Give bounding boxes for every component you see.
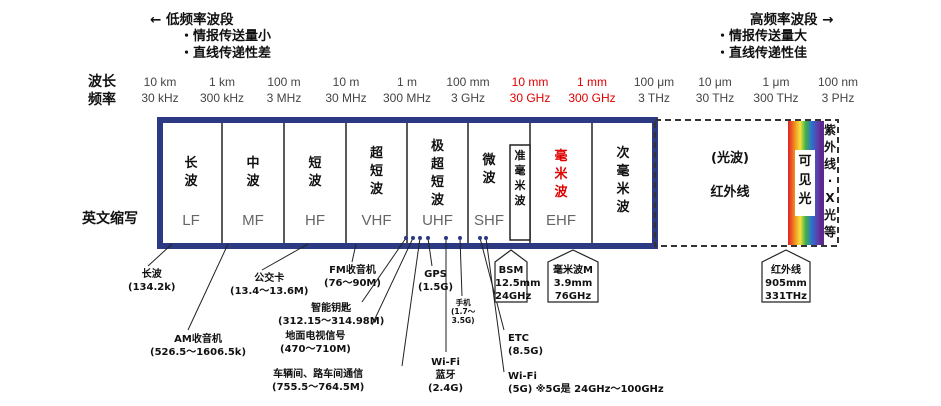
band-abbreviation: EHF [546, 212, 576, 229]
low-frequency-bullet: ・直线传递性差 [180, 46, 272, 61]
abbreviation-row-label: 英文缩写 [82, 211, 138, 227]
scale-wavelength: 100 m [267, 75, 301, 89]
quasi-millimeter-box [509, 144, 531, 241]
visible-light-label: 可 见 光 [798, 154, 812, 207]
scale-frequency: 300 kHz [199, 91, 245, 105]
scale-frequency: 3 GHz [450, 91, 485, 105]
callout-shapes [494, 249, 811, 303]
scale-column: 100 m 3 MHz [239, 74, 329, 106]
wavelength-row-label: 波长 [88, 74, 116, 90]
band-name: 极 超 短 波 [430, 139, 444, 208]
annotation-v2x: 车辆间、路车间通信(755.5～764.5M) [272, 369, 365, 393]
low-frequency-bullet: ・情报传送量小 [180, 29, 272, 44]
band-abbreviation: LF [182, 212, 200, 229]
band-abbreviation: HF [305, 212, 325, 229]
band-abbreviation: SHF [474, 212, 504, 229]
pointer-lines [147, 237, 505, 373]
scale-wavelength: 100 μm [633, 75, 675, 89]
scale-column: 10 km 30 kHz [115, 74, 205, 106]
scale-wavelength: 1 m [396, 75, 417, 89]
band-name: 超 短 波 [369, 146, 383, 197]
scale-column: 1 mm 300 GHz [547, 74, 637, 106]
scale-column: 100 mm 3 GHz [423, 74, 513, 106]
frequency-row-label: 频率 [88, 92, 116, 108]
scale-wavelength: 100 nm [817, 75, 859, 89]
scale-column: 10 m 30 MHz [301, 74, 391, 106]
scale-frequency: 3 PHz [821, 91, 855, 105]
scale-wavelength: 10 mm [511, 75, 549, 89]
scale-frequency: 30 kHz [141, 91, 179, 105]
scale-column: 10 mm 30 GHz [485, 74, 575, 106]
band-name: 准 毫 米 波 [514, 149, 526, 207]
scale-column: 10 μm 30 THz [670, 74, 760, 106]
band-abbreviation: MF [242, 212, 264, 229]
scale-frequency: 30 GHz [509, 91, 551, 105]
high-frequency-title: 高频率波段 [750, 12, 818, 28]
annotation-mobile-phone: 手机(1.7～3.5G) [451, 298, 476, 325]
scale-frequency: 30 THz [695, 91, 735, 105]
arrow-right-icon: → [822, 12, 834, 28]
scale-column: 100 μm 3 THz [609, 74, 699, 106]
band-name: 毫 米 波 [554, 149, 568, 200]
pointer-dots [404, 236, 488, 240]
annotation-fm-radio: FM收音机(76～90M) [324, 265, 381, 289]
high-frequency-bullet: ・情报传送量大 [716, 29, 808, 44]
scale-column: 1 km 300 kHz [177, 74, 267, 106]
scale-wavelength: 1 μm [762, 75, 790, 89]
scale-wavelength: 10 μm [698, 75, 732, 89]
band-abbreviation: UHF [422, 212, 453, 229]
band-name: 短 波 [308, 156, 322, 189]
scale-wavelength: 100 mm [446, 75, 490, 89]
visible-light-box [795, 150, 815, 216]
infrared-label: 红外线 [710, 185, 750, 200]
high-frequency-bullet: ・直线传递性佳 [716, 46, 808, 61]
band-name: 长 波 [184, 156, 198, 189]
high-frequency-header: 高频率波段 → ・情报传送量大 ・直线传递性佳 [712, 8, 834, 62]
band-name: 中 波 [246, 156, 260, 189]
scale-frequency: 3 MHz [266, 91, 302, 105]
annotation-lf: 长波(134.2k) [128, 269, 176, 293]
annotation-gps: GPS(1.5G) [418, 269, 454, 293]
band-abbreviation: VHF [361, 212, 392, 229]
scale-wavelength: 10 km [143, 75, 177, 89]
scale-wavelength: 1 mm [577, 75, 607, 89]
scale-frequency: 3 THz [638, 91, 670, 105]
light-wave-title: (光波) [711, 151, 749, 166]
low-frequency-header: ← 低频率波段 ・情报传送量小 ・直线传递性差 [150, 8, 271, 62]
scale-frequency: 300 GHz [568, 91, 616, 105]
annotation-transit-card: 公交卡(13.4～13.6M) [230, 273, 309, 297]
scale-wavelength: 1 km [208, 75, 235, 89]
scale-wavelength: 10 m [332, 75, 360, 89]
low-frequency-title: 低频率波段 [166, 12, 234, 28]
band-name: 微 波 [482, 153, 496, 186]
scale-column: 1 μm 300 THz [731, 74, 821, 106]
uv-bar [820, 121, 824, 245]
scale-frequency: 30 MHz [325, 91, 367, 105]
scale-frequency: 300 MHz [382, 91, 432, 105]
annotation-smart-key: 智能钥匙(312.15～314.98M) [278, 303, 385, 327]
annotation-etc: ETC(8.5G) [508, 333, 544, 357]
scale-column: 1 m 300 MHz [362, 74, 452, 106]
arrow-left-icon: ← [150, 12, 162, 28]
scale-column: 100 nm 3 PHz [793, 74, 883, 106]
annotation-wifi-5g: Wi-Fi(5G) ※5G是 24GHz～100GHz [508, 371, 664, 395]
light-band-frame [654, 119, 839, 247]
band-name: 次 毫 米 波 [616, 146, 630, 215]
annotation-am-radio: AM收音机(526.5～1606.5k) [150, 334, 247, 358]
uv-xray-label: 紫 外 线 · X 光 等 [823, 123, 836, 239]
annotation-terrestrial-tv: 地面电视信号(470～710M) [280, 331, 351, 355]
scale-frequency: 300 THz [753, 91, 799, 105]
